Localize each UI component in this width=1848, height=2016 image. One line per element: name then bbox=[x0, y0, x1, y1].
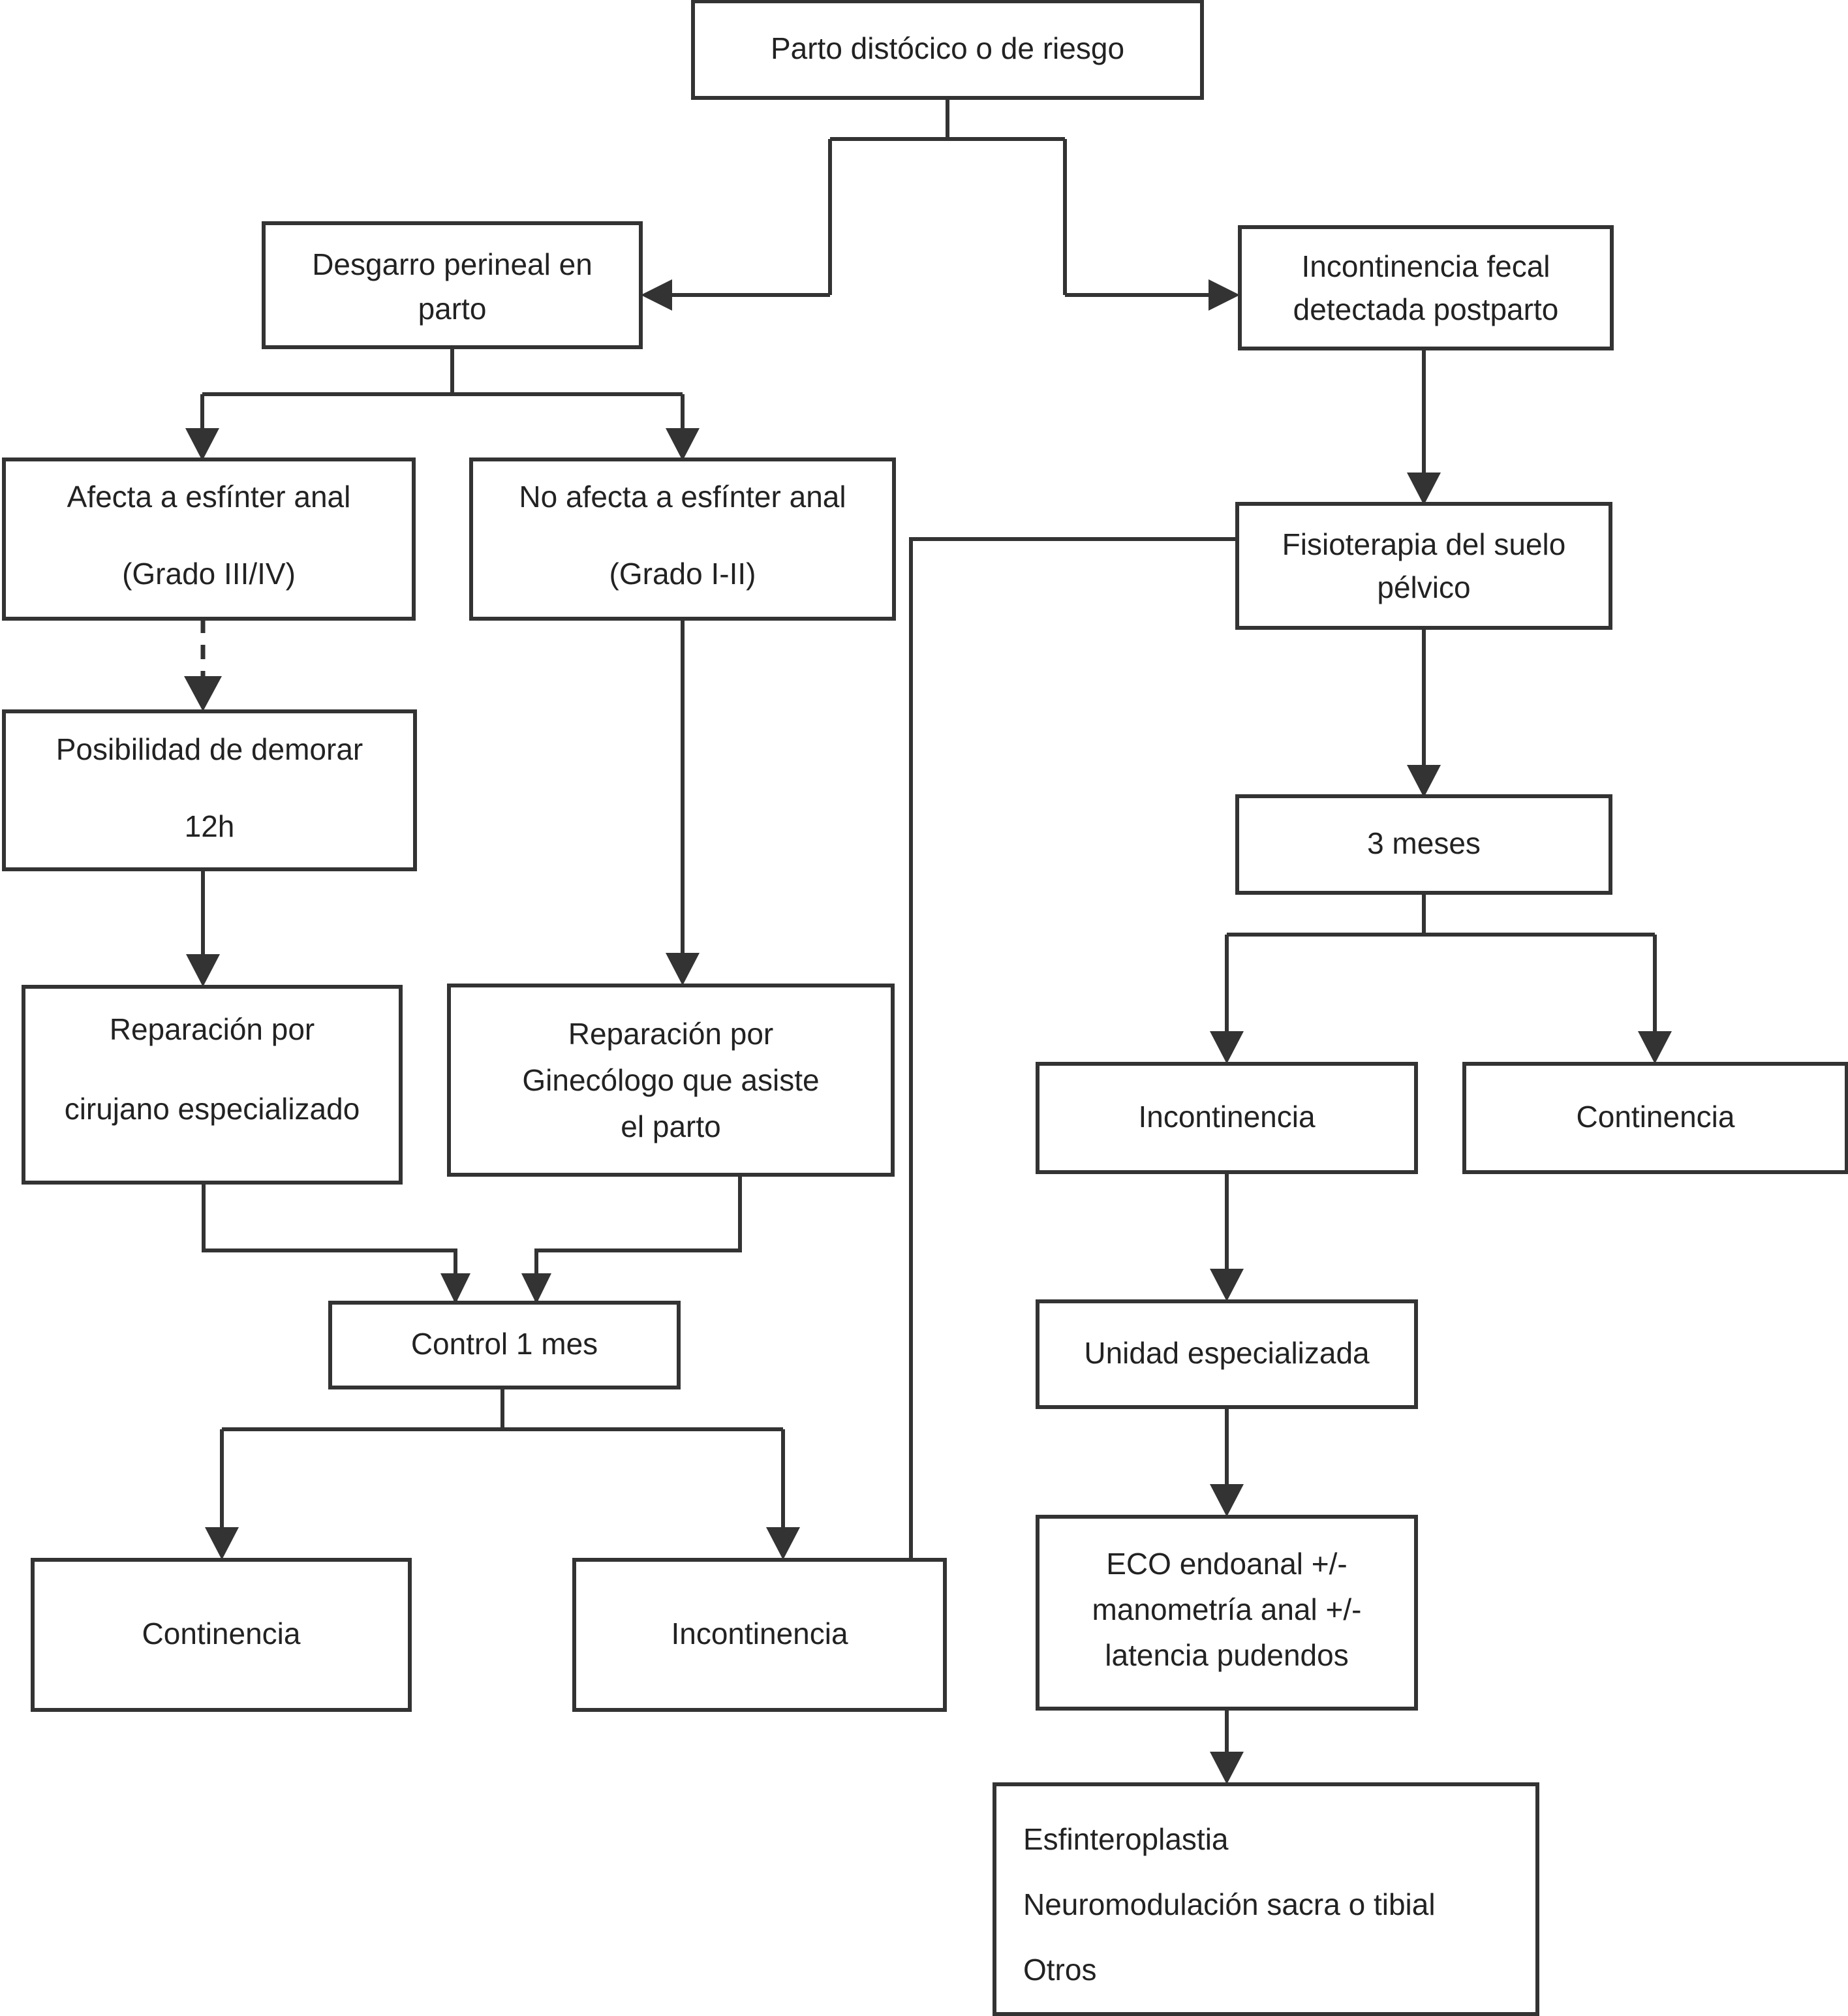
node-incontinencia-fecal[interactable]: Incontinencia fecal detectada postparto bbox=[1238, 225, 1614, 350]
node-posibilidad-demorar-line-2: 12h bbox=[185, 809, 235, 843]
node-incontinencia-3m-line-1: Incontinencia bbox=[1138, 1100, 1315, 1134]
node-tres-meses[interactable]: 3 meses bbox=[1235, 794, 1612, 895]
node-incontinencia-fecal-line-1: Incontinencia fecal bbox=[1301, 249, 1550, 283]
node-posibilidad-demorar[interactable]: Posibilidad de demorar 12h bbox=[2, 709, 417, 871]
arrow-head-to-unidad-especializada bbox=[1210, 1269, 1244, 1301]
arrow-head-to-posibilidad-demorar bbox=[184, 676, 222, 711]
node-reparacion-ginecologo-line-2: Ginecólogo que asiste bbox=[522, 1063, 819, 1097]
node-tratamientos-line-2: Neuromodulación sacra o tibial bbox=[1023, 1887, 1436, 1921]
node-tres-meses-line-1: 3 meses bbox=[1367, 826, 1481, 860]
node-reparacion-cirujano-line-2: cirujano especializado bbox=[65, 1092, 360, 1126]
arrow-head-to-afecta-esfinter bbox=[185, 428, 219, 461]
edge-reparacion-ginecologo-to-control bbox=[534, 1175, 742, 1305]
node-continencia-tres-meses[interactable]: Continencia bbox=[1462, 1062, 1848, 1174]
node-posibilidad-demorar-line-1: Posibilidad de demorar bbox=[56, 732, 363, 766]
node-no-afecta-esfinter-line-1: No afecta a esfínter anal bbox=[519, 480, 846, 514]
node-incontinencia-fecal-line-2: detectada postparto bbox=[1293, 292, 1559, 326]
arrow-head-to-fisioterapia bbox=[1407, 473, 1441, 505]
node-desgarro-perineal[interactable]: Desgarro perineal en parto bbox=[262, 221, 643, 349]
arrow-head-to-reparacion-ginecologo bbox=[666, 953, 700, 985]
arrow-head-to-eco-endoanal bbox=[1210, 1484, 1244, 1517]
node-afecta-esfinter-line-1: Afecta a esfínter anal bbox=[67, 480, 351, 514]
node-continencia-final-line-1: Continencia bbox=[142, 1617, 301, 1651]
arrow-head-to-no-afecta-esfinter bbox=[666, 428, 700, 461]
edge-fisioterapia-to-incontinencia-final bbox=[909, 537, 1237, 1561]
node-eco-endoanal-line-3: latencia pudendos bbox=[1105, 1638, 1348, 1672]
node-tratamientos-line-1: Esfinteroplastia bbox=[1023, 1822, 1229, 1856]
node-reparacion-ginecologo[interactable]: Reparación por Ginecólogo que asiste el … bbox=[447, 984, 895, 1177]
arrow-head-to-continencia-3m bbox=[1638, 1031, 1672, 1064]
arrow-head-cirujano-to-control bbox=[440, 1273, 470, 1304]
node-unidad-especializada[interactable]: Unidad especializada bbox=[1036, 1299, 1418, 1409]
node-tratamientos-line-3: Otros bbox=[1023, 1953, 1096, 1987]
node-eco-endoanal[interactable]: ECO endoanal +/- manometría anal +/- lat… bbox=[1036, 1515, 1418, 1711]
node-no-afecta-esfinter-anal[interactable]: No afecta a esfínter anal (Grado I-II) bbox=[469, 457, 896, 621]
arrow-head-to-tres-meses bbox=[1407, 765, 1441, 798]
arrow-head-to-desgarro bbox=[641, 279, 672, 311]
node-unidad-especializada-line-1: Unidad especializada bbox=[1084, 1336, 1370, 1370]
node-no-afecta-esfinter-line-2: (Grado I-II) bbox=[609, 557, 756, 591]
node-incontinencia-final-line-1: Incontinencia bbox=[671, 1617, 848, 1651]
node-incontinencia-final[interactable]: Incontinencia bbox=[572, 1558, 947, 1712]
node-eco-endoanal-line-1: ECO endoanal +/- bbox=[1106, 1547, 1348, 1581]
connector-layer bbox=[184, 98, 1672, 1784]
edge-reparacion-cirujano-to-control bbox=[202, 1183, 457, 1305]
node-fisioterapia-suelo-pelvico[interactable]: Fisioterapia del suelo pélvico bbox=[1235, 502, 1612, 630]
node-desgarro-perineal-line-1: Desgarro perineal en bbox=[312, 247, 593, 281]
node-eco-endoanal-line-2: manometría anal +/- bbox=[1092, 1592, 1362, 1626]
node-reparacion-cirujano-line-1: Reparación por bbox=[110, 1012, 315, 1046]
arrow-head-to-incontinencia-fecal bbox=[1209, 279, 1240, 311]
node-reparacion-ginecologo-line-3: el parto bbox=[621, 1109, 720, 1143]
node-reparacion-cirujano[interactable]: Reparación por cirujano especializado bbox=[22, 985, 403, 1185]
node-parto-distocico[interactable]: Parto distócico o de riesgo bbox=[691, 0, 1204, 100]
node-tratamientos[interactable]: Esfinteroplastia Neuromodulación sacra o… bbox=[993, 1782, 1539, 2016]
node-incontinencia-tres-meses[interactable]: Incontinencia bbox=[1036, 1062, 1418, 1174]
arrow-head-to-incontinencia-3m bbox=[1210, 1031, 1244, 1064]
node-continencia-3m-line-1: Continencia bbox=[1577, 1100, 1735, 1134]
arrow-head-to-reparacion-cirujano bbox=[186, 954, 220, 987]
arrow-head-to-incontinencia-final bbox=[766, 1527, 800, 1560]
node-parto-distocico-line-1: Parto distócico o de riesgo bbox=[771, 31, 1124, 65]
node-reparacion-ginecologo-line-1: Reparación por bbox=[568, 1017, 774, 1051]
arrow-head-to-tratamientos bbox=[1210, 1752, 1244, 1784]
node-control-1-mes[interactable]: Control 1 mes bbox=[328, 1301, 681, 1389]
node-desgarro-perineal-line-2: parto bbox=[418, 292, 487, 326]
arrow-head-ginecologo-to-control bbox=[521, 1273, 551, 1304]
node-fisioterapia-line-1: Fisioterapia del suelo bbox=[1282, 527, 1566, 561]
node-afecta-esfinter-line-2: (Grado III/IV) bbox=[122, 557, 296, 591]
node-continencia-final[interactable]: Continencia bbox=[31, 1558, 412, 1712]
node-afecta-esfinter-anal[interactable]: Afecta a esfínter anal (Grado III/IV) bbox=[2, 457, 416, 621]
node-fisioterapia-line-2: pélvico bbox=[1377, 570, 1470, 604]
arrow-head-to-continencia-final bbox=[205, 1527, 239, 1560]
node-control-1-mes-line-1: Control 1 mes bbox=[411, 1327, 598, 1361]
